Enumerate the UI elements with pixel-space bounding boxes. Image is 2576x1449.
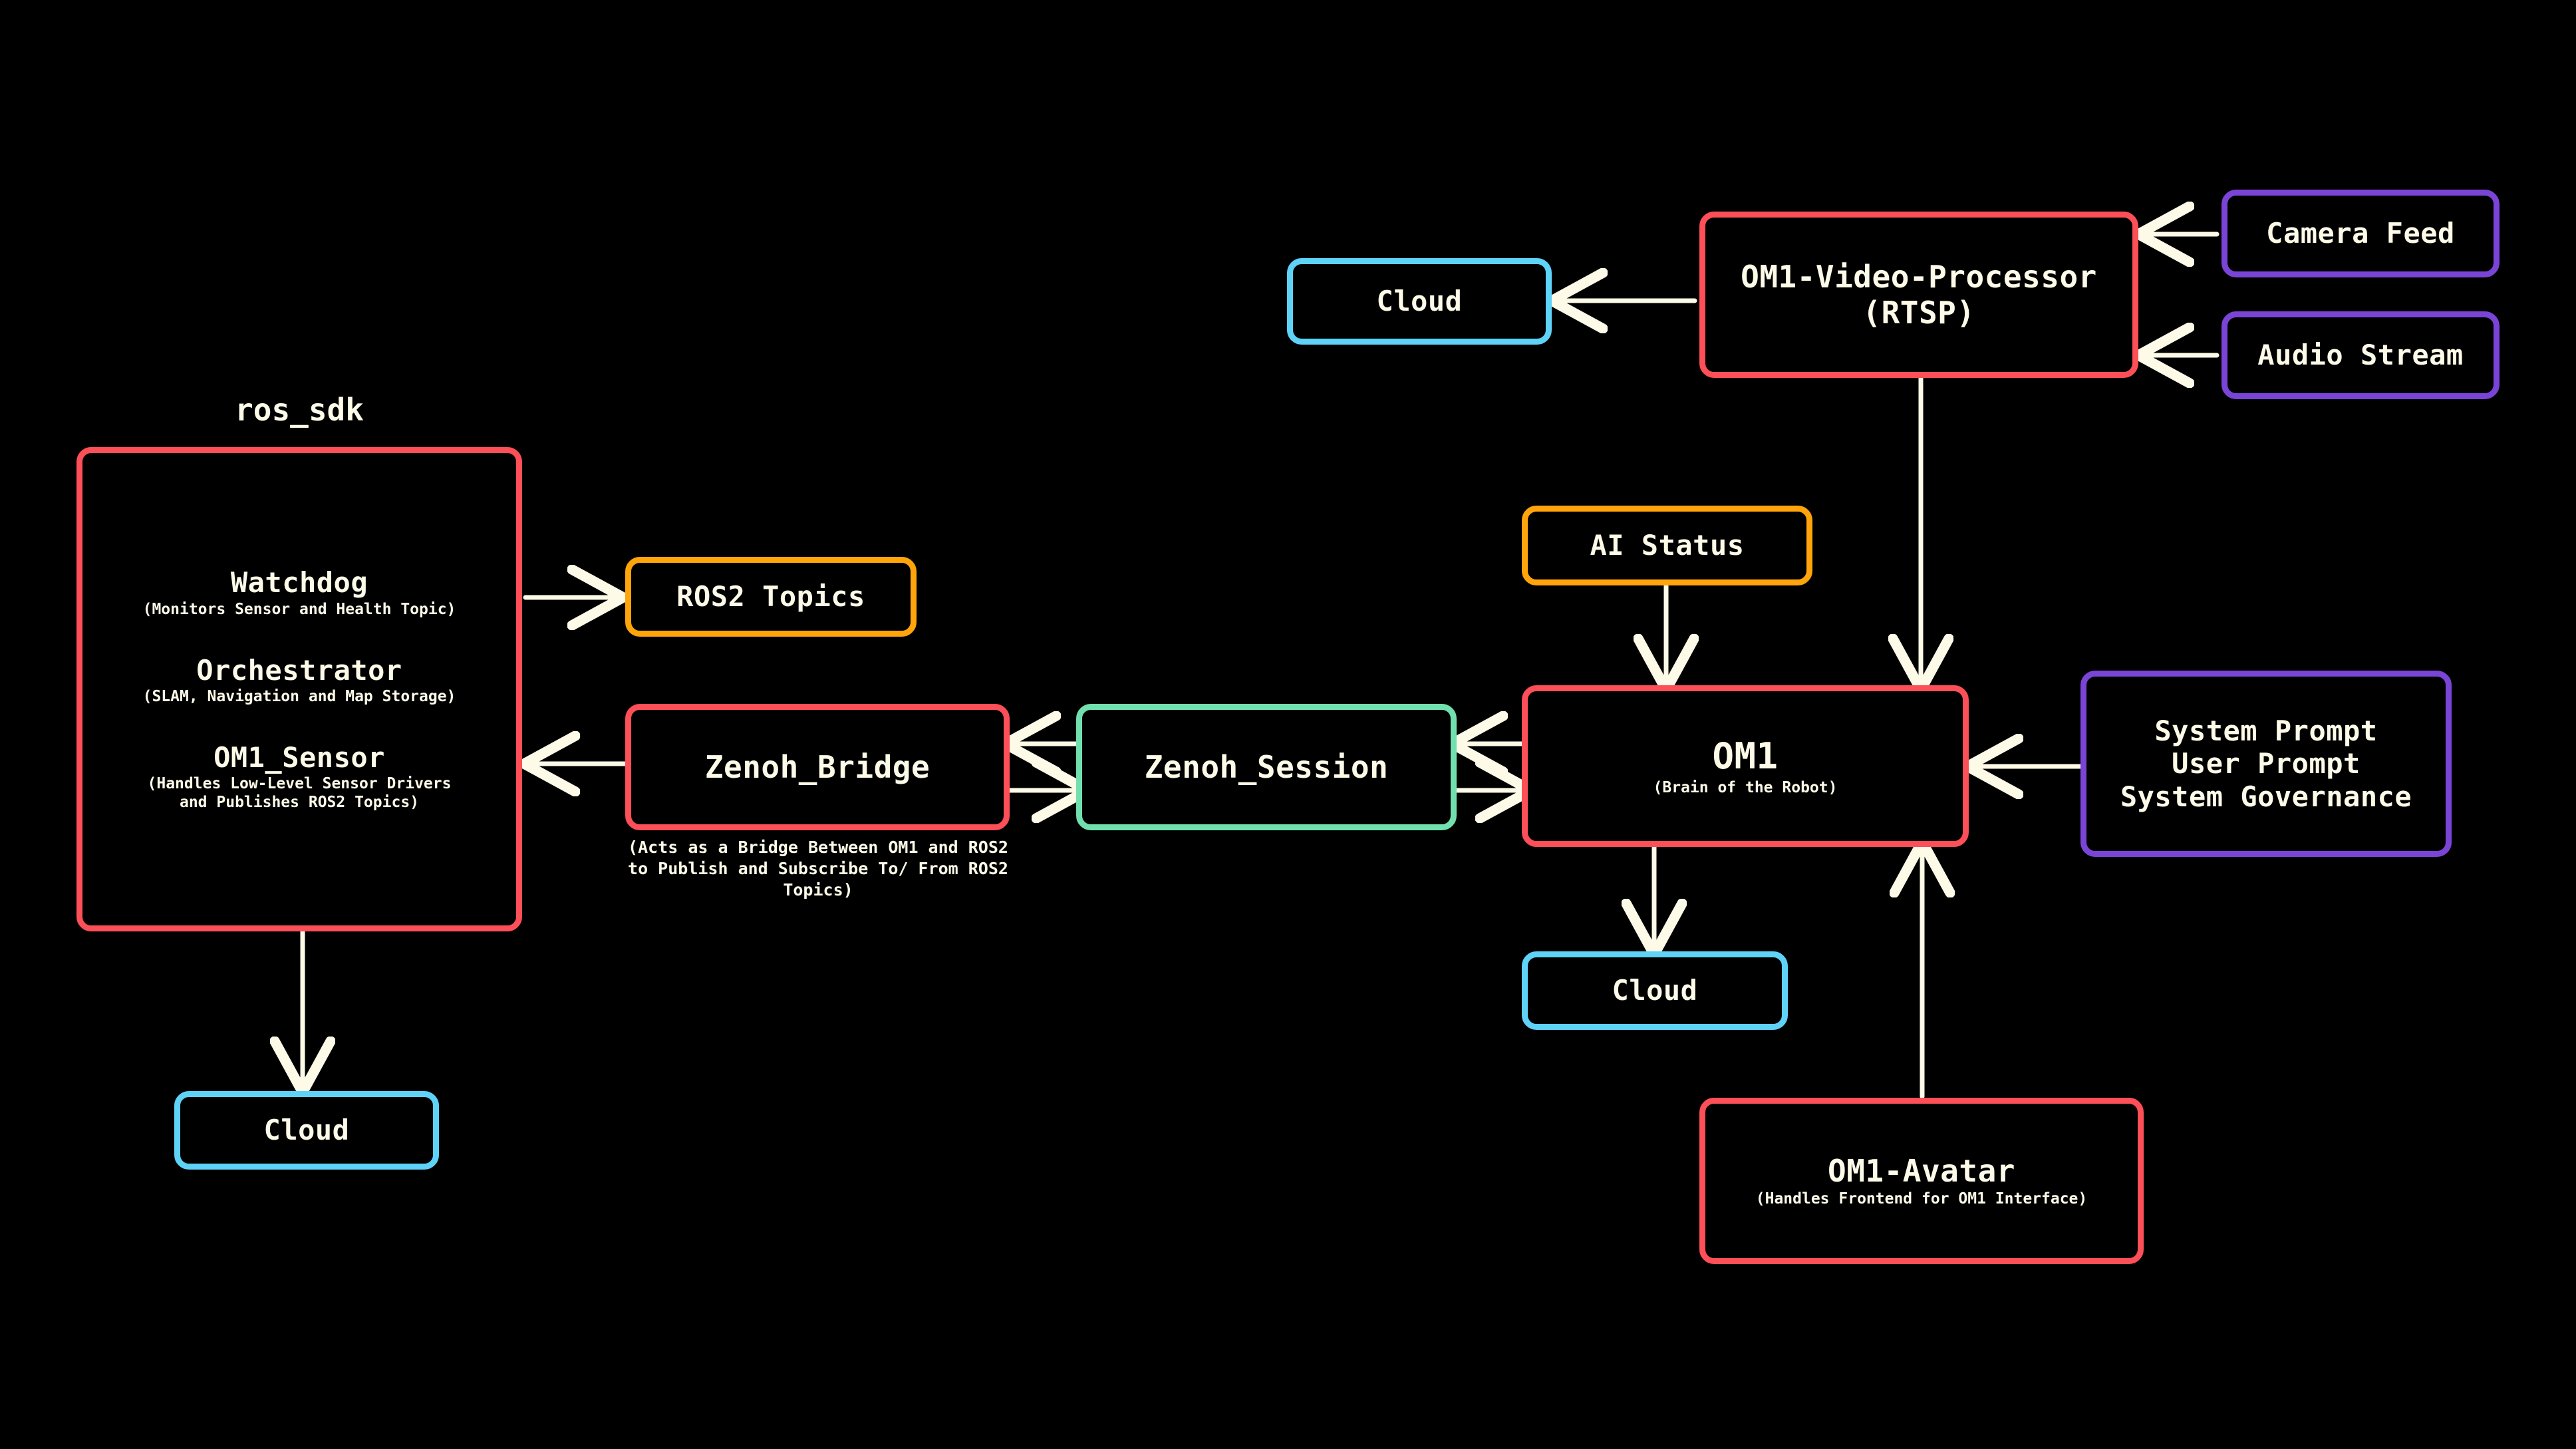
zenoh-session-title: Zenoh_Session	[1144, 748, 1389, 785]
zenoh-bridge-note: (Acts as a Bridge Between OM1 and ROS2 t…	[628, 838, 1008, 899]
node-audio-stream[interactable]: Audio Stream	[2221, 311, 2500, 399]
ros-sdk-group-label: ros_sdk	[235, 392, 364, 428]
node-cloud-om1[interactable]: Cloud	[1522, 951, 1788, 1030]
cloud-video-title: Cloud	[1376, 285, 1463, 318]
ai-status-title: AI Status	[1590, 529, 1745, 562]
cloud-om1-title: Cloud	[1612, 974, 1698, 1007]
zenoh-bridge-title: Zenoh_Bridge	[704, 748, 930, 785]
camera-feed-title: Camera Feed	[2266, 217, 2455, 250]
node-ros2-topics[interactable]: ROS2 Topics	[625, 557, 917, 637]
node-zenoh-session[interactable]: Zenoh_Session	[1076, 704, 1457, 830]
node-cloud-video[interactable]: Cloud	[1287, 258, 1552, 345]
om1-sensor-title: OM1_Sensor	[214, 740, 385, 774]
node-cloud-ros-sdk[interactable]: Cloud	[174, 1091, 439, 1170]
watchdog-subtitle: (Monitors Sensor and Health Topic)	[142, 601, 456, 619]
orchestrator-title: Orchestrator	[196, 653, 402, 687]
node-om1-avatar[interactable]: OM1-Avatar (Handles Frontend for OM1 Int…	[1699, 1098, 2144, 1264]
ros2-topics-title: ROS2 Topics	[676, 580, 865, 613]
om1-title: OM1	[1712, 734, 1779, 777]
node-om1-video-processor[interactable]: OM1-Video-Processor (RTSP)	[1699, 212, 2138, 378]
node-ros-sdk[interactable]: Watchdog (Monitors Sensor and Health Top…	[76, 447, 522, 931]
node-prompts[interactable]: System Prompt User Prompt System Governa…	[2080, 671, 2452, 857]
prompts-title: System Prompt User Prompt System Governa…	[2120, 714, 2412, 813]
orchestrator-subtitle: (SLAM, Navigation and Map Storage)	[142, 688, 456, 706]
node-om1[interactable]: OM1 (Brain of the Robot)	[1522, 685, 1969, 847]
om1-subtitle: (Brain of the Robot)	[1653, 778, 1838, 796]
cloud-ros-sdk-title: Cloud	[263, 1114, 350, 1147]
audio-stream-title: Audio Stream	[2257, 339, 2464, 372]
om1-video-processor-title: OM1-Video-Processor (RTSP)	[1741, 258, 2097, 331]
om1-avatar-title: OM1-Avatar	[1828, 1153, 2015, 1190]
node-ai-status[interactable]: AI Status	[1522, 506, 1812, 585]
ros-sdk-entry-orchestrator: Orchestrator (SLAM, Navigation and Map S…	[143, 654, 456, 707]
ros-sdk-entry-watchdog: Watchdog (Monitors Sensor and Health Top…	[143, 566, 456, 619]
node-camera-feed[interactable]: Camera Feed	[2221, 190, 2500, 277]
ros-sdk-entry-om1-sensor: OM1_Sensor (Handles Low-Level Sensor Dri…	[148, 741, 452, 812]
om1-sensor-subtitle: (Handles Low-Level Sensor Drivers and Pu…	[147, 775, 452, 811]
om1-avatar-subtitle: (Handles Frontend for OM1 Interface)	[1755, 1190, 2088, 1208]
watchdog-title: Watchdog	[230, 566, 368, 599]
node-zenoh-bridge[interactable]: Zenoh_Bridge	[625, 704, 1010, 830]
